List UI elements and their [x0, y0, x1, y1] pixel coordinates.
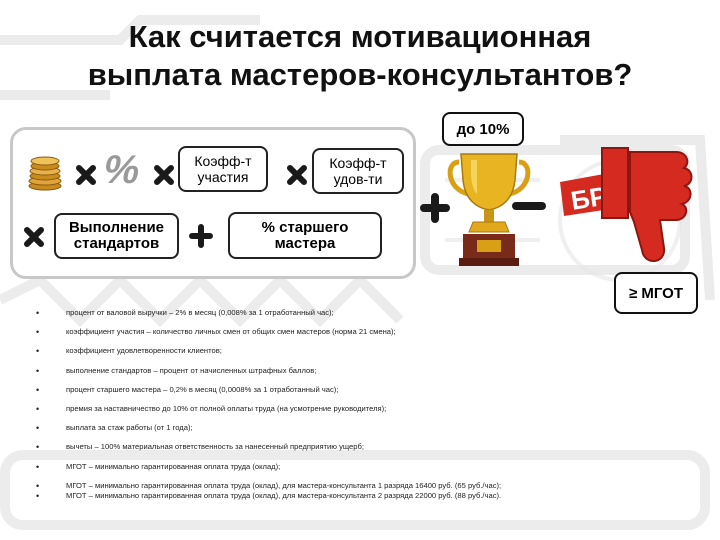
plus-icon	[189, 224, 213, 248]
coins-icon	[28, 156, 62, 191]
list-item: МГОТ – минимально гарантированная оплата…	[36, 462, 696, 481]
bonus-label-box: до 10%	[442, 112, 524, 146]
bonus-label: до 10%	[456, 120, 510, 138]
senior-master-label: % старшего мастера	[261, 218, 349, 252]
minus-icon	[512, 202, 546, 210]
multiply-icon	[76, 165, 96, 185]
coef-satisfaction-label: Коэфф-т удов-ти	[329, 155, 387, 187]
list-item: коэффициент удовлетворенности клиентов;	[36, 346, 696, 365]
coef-participation-label: Коэфф-т участия	[194, 153, 252, 185]
list-item: МГОТ – минимально гарантированная оплата…	[36, 481, 696, 491]
coef-satisfaction-box: Коэфф-т удов-ти	[312, 148, 404, 194]
thumbs-down-icon: БРАК	[560, 147, 693, 262]
list-item: премия за наставничество до 10% от полно…	[36, 404, 696, 423]
list-item: процент старшего мастера – 0,2% в месяц …	[36, 385, 696, 404]
multiply-icon	[24, 227, 44, 247]
page-title: Как считается мотивационная выплата маст…	[20, 18, 700, 94]
title-line-2: выплата мастеров-консультантов?	[87, 57, 633, 92]
list-item: вычеты – 100% материальная ответственнос…	[36, 442, 696, 461]
list-item: МГОТ – минимально гарантированная оплата…	[36, 491, 696, 501]
mgot-label: ≥ МГОТ	[628, 284, 684, 302]
definitions-list: процент от валовой выручки – 2% в месяц …	[36, 308, 696, 501]
plus-icon	[420, 193, 450, 223]
list-item: выполнение стандартов – процент от начис…	[36, 366, 696, 385]
multiply-icon	[287, 165, 307, 185]
senior-master-box: % старшего мастера	[228, 212, 382, 259]
trophy-icon	[447, 153, 531, 266]
multiply-icon	[154, 165, 174, 185]
list-item: выплата за стаж работы (от 1 года);	[36, 423, 696, 442]
title-line-1: Как считается мотивационная	[128, 19, 592, 54]
list-item: процент от валовой выручки – 2% в месяц …	[36, 308, 696, 327]
standards-label: Выполнение стандартов	[68, 219, 165, 252]
standards-box: Выполнение стандартов	[54, 213, 179, 259]
list-item: коэффициент участия – количество личных …	[36, 327, 696, 346]
coef-participation-box: Коэфф-т участия	[178, 146, 268, 192]
